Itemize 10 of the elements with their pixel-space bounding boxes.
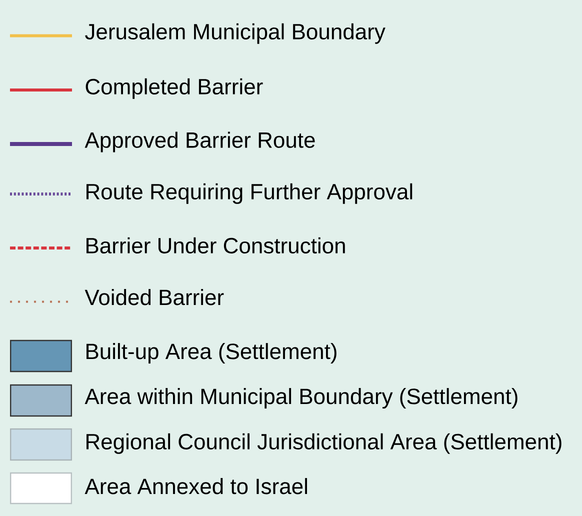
legend-label: Built-up Area (Settlement) bbox=[86, 343, 336, 364]
legend-label: Approved Barrier Route bbox=[84, 132, 315, 152]
legend-label: Completed Barrier bbox=[86, 78, 263, 99]
legend-label: Regional Council Jurisdictional Area (Settlement) bbox=[86, 433, 562, 454]
legend-label: Barrier Under Construction bbox=[86, 237, 345, 254]
legend-label: Jerusalem Municipal Boundary bbox=[85, 23, 386, 44]
legend-label: Area Annexed to Israel bbox=[84, 478, 307, 494]
legend-label: Route Requiring Further Approval bbox=[86, 183, 412, 204]
legend-label: Area within Municipal Boundary (Settlement) bbox=[84, 388, 518, 409]
legend-label: Voided Barrier bbox=[84, 289, 224, 306]
